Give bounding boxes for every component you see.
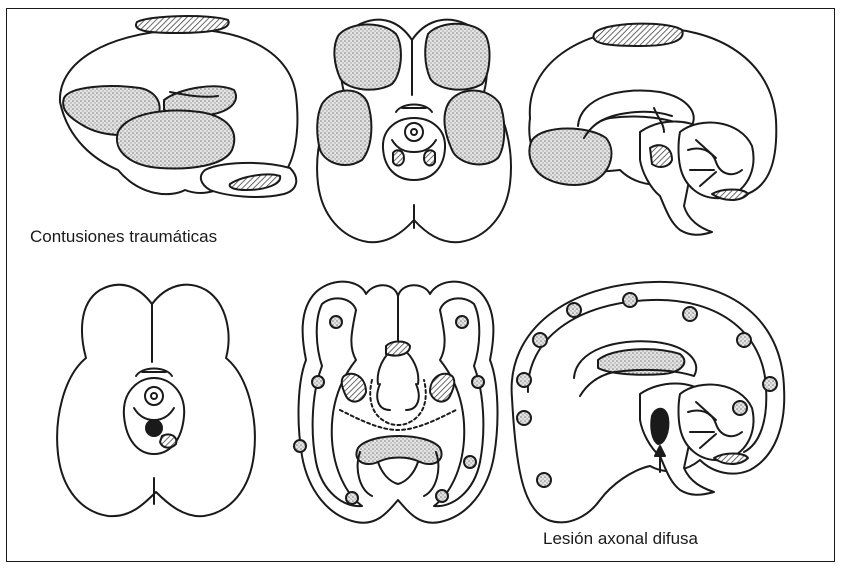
sagittal-brain-axonal-injury (512, 282, 785, 522)
basal-brain-contusions (317, 20, 511, 243)
basal-brain-axonal-injury (57, 285, 255, 516)
axial-section-axonal-injury (294, 282, 497, 523)
sagittal-brain-contusions (529, 24, 776, 235)
caption-traumatic-contusions: Contusiones traumáticas (30, 227, 217, 247)
lateral-brain-contusions (60, 16, 297, 197)
caption-diffuse-axonal-injury: Lesión axonal difusa (543, 529, 698, 549)
